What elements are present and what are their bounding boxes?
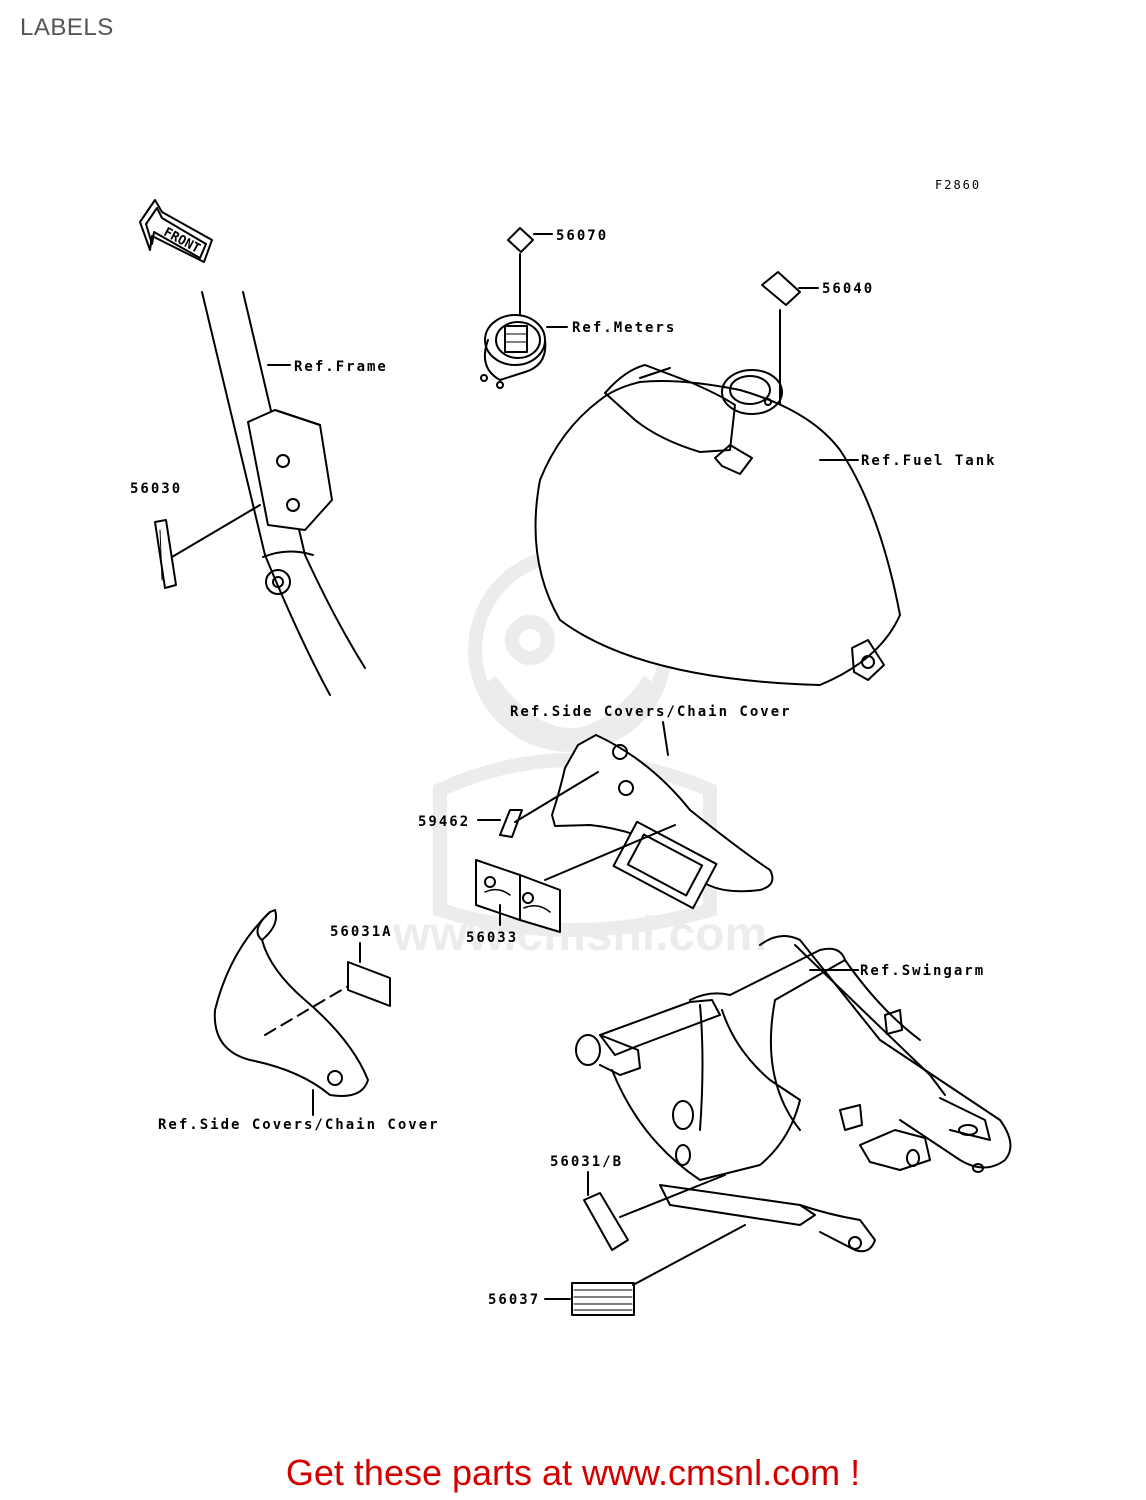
- callout-59462: 59462: [418, 814, 470, 830]
- callout-56033: 56033: [466, 930, 518, 946]
- meter-part: [480, 314, 547, 389]
- swingarm-part: [575, 935, 1012, 1253]
- front-arrow-icon: [139, 199, 213, 263]
- callout-ref-fuel-tank: Ref.Fuel Tank: [861, 453, 997, 469]
- fuel-tank-part: [534, 364, 901, 686]
- label-56031a-decal: [347, 961, 391, 1007]
- callout-56030: 56030: [130, 481, 182, 497]
- side-cover-lower-part: [213, 909, 369, 1097]
- label-59462-decal: [499, 809, 523, 838]
- page-title: LABELS: [20, 14, 114, 41]
- label-56033-decal: [475, 859, 561, 933]
- callout-56040: 56040: [822, 281, 874, 297]
- watermark-text: www.cmsnl.com: [392, 908, 767, 961]
- callout-56037: 56037: [488, 1292, 540, 1308]
- callout-ref-frame: Ref.Frame: [294, 359, 388, 375]
- label-56037-decal: [571, 1282, 635, 1316]
- callout-ref-swingarm: Ref.Swingarm: [860, 963, 985, 979]
- label-56040-decal: [761, 271, 801, 306]
- figure-id: F2860: [935, 178, 982, 192]
- side-cover-chain-cover-part: [551, 734, 774, 910]
- footer-cta[interactable]: Get these parts at www.cmsnl.com !: [285, 1452, 861, 1493]
- callout-ref-side-covers-top: Ref.Side Covers/Chain Cover: [510, 704, 792, 720]
- callout-56031a: 56031A: [330, 924, 393, 940]
- label-56070-decal: [507, 227, 534, 253]
- label-56031b-decal: [583, 1192, 629, 1251]
- callout-56070: 56070: [556, 228, 608, 244]
- callout-ref-meters: Ref.Meters: [572, 320, 676, 336]
- label-56030-decal: [154, 519, 177, 589]
- callout-56031b: 56031/B: [550, 1154, 623, 1170]
- callout-ref-side-covers-bottom: Ref.Side Covers/Chain Cover: [158, 1117, 440, 1133]
- frame-part: [201, 291, 366, 696]
- parts-diagram: 56070 56040 Ref.Meters Ref.Frame Ref.Fue…: [130, 199, 1012, 1316]
